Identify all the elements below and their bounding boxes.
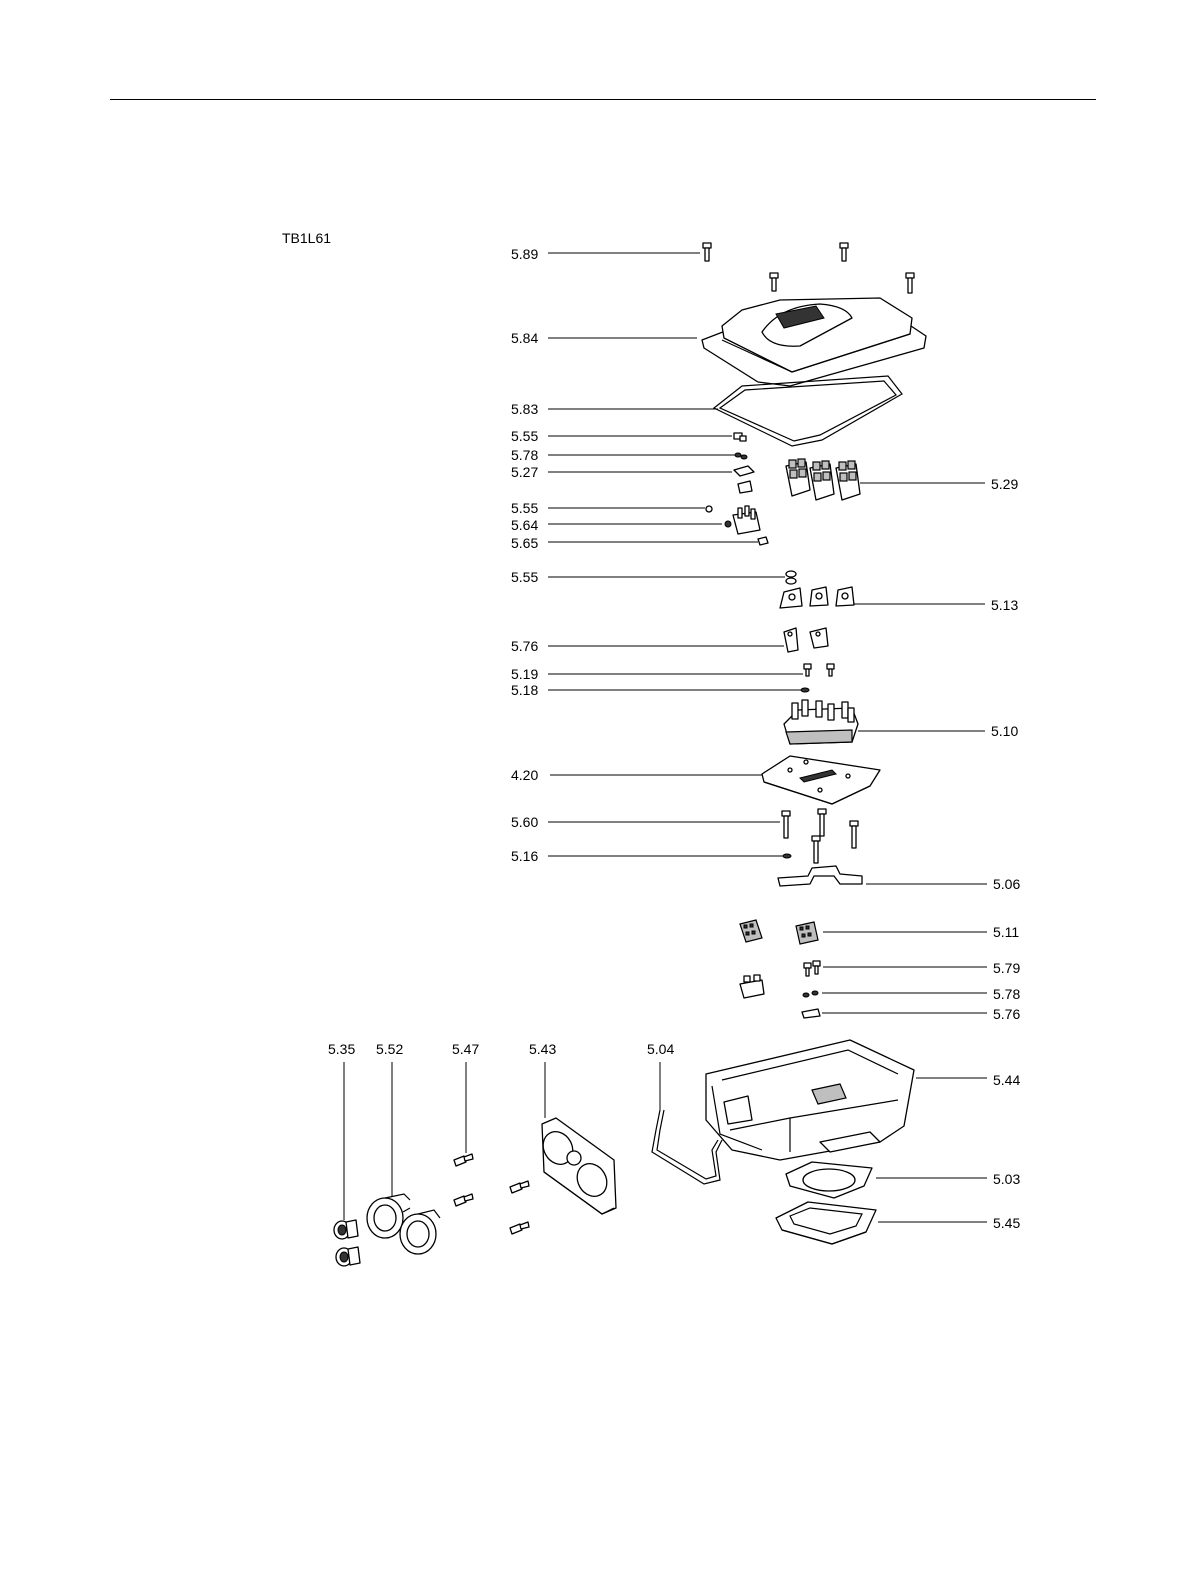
mounting-plate-4-20	[762, 756, 880, 804]
callout-5-04: 5.04	[647, 1041, 674, 1057]
clamp-5-27	[734, 466, 754, 493]
cover-screw-5-89-d	[906, 273, 914, 293]
screw-5-60	[782, 809, 858, 863]
callout-5-45: 5.45	[993, 1215, 1020, 1231]
terminal-5-64	[725, 506, 760, 534]
callout-5-06: 5.06	[993, 876, 1020, 892]
callout-5-89: 5.89	[511, 246, 538, 262]
lug-5-76-bottom	[802, 1009, 820, 1018]
callout-5-35: 5.35	[328, 1041, 355, 1057]
cover-5-84	[702, 298, 926, 386]
callout-5-13: 5.13	[991, 597, 1018, 613]
callout-5-18: 5.18	[511, 682, 538, 698]
callout-5-83: 5.83	[511, 401, 538, 417]
screw-5-47	[454, 1154, 529, 1234]
terminal-block-5-29	[786, 459, 860, 500]
callout-5-60: 5.60	[511, 814, 538, 830]
washer-5-78-bottom	[803, 991, 818, 997]
callout-5-27: 5.27	[511, 464, 538, 480]
callout-5-03: 5.03	[993, 1171, 1020, 1187]
callout-5-19: 5.19	[511, 666, 538, 682]
screw-5-65	[758, 537, 768, 545]
callout-5-52: 5.52	[376, 1041, 403, 1057]
callout-5-43: 5.43	[529, 1041, 556, 1057]
callout-5-44: 5.44	[993, 1072, 1020, 1088]
screw-5-19	[804, 664, 834, 676]
cover-screw-5-89-a	[703, 243, 711, 261]
callout-5-55-top: 5.55	[511, 428, 538, 444]
callout-5-55-low: 5.55	[511, 569, 538, 585]
callout-5-55-mid: 5.55	[511, 500, 538, 516]
bracket-5-13	[780, 587, 854, 608]
callout-5-84: 5.84	[511, 330, 538, 346]
lug-5-76-top	[784, 628, 828, 652]
housing-5-44	[706, 1040, 914, 1160]
callout-5-16: 5.16	[511, 848, 538, 864]
nut-5-55-top	[734, 433, 746, 441]
cover-screw-5-89-b	[840, 243, 848, 261]
terminal-base-5-10	[784, 700, 858, 744]
callout-5-79: 5.79	[993, 960, 1020, 976]
washer-5-55-low	[786, 571, 796, 584]
callouts-bottom-row: 5.35 5.52 5.47 5.43 5.04	[328, 1041, 674, 1220]
base-5-45	[776, 1202, 876, 1244]
callout-5-29: 5.29	[991, 476, 1018, 492]
callout-5-10: 5.10	[991, 723, 1018, 739]
plug-5-35	[334, 1220, 360, 1266]
callout-5-64: 5.64	[511, 517, 538, 533]
callout-5-78-top: 5.78	[511, 447, 538, 463]
callout-5-65: 5.65	[511, 535, 538, 551]
callout-5-76-top: 5.76	[511, 638, 538, 654]
nut-5-55-mid	[706, 506, 712, 512]
cover-screw-5-89-c	[770, 273, 778, 291]
callout-5-78-bottom: 5.78	[993, 986, 1020, 1002]
clamp-terminal	[740, 975, 764, 998]
bracket-5-06	[778, 866, 862, 886]
callout-5-47: 5.47	[452, 1041, 479, 1057]
callout-4-20: 4.20	[511, 767, 538, 783]
terminal-block-5-11	[740, 920, 818, 944]
washer-5-78-top	[735, 453, 747, 459]
cable-gland-5-52	[367, 1194, 440, 1254]
washer-5-18	[801, 688, 809, 692]
screw-5-79	[804, 961, 820, 976]
washer-5-16	[783, 854, 791, 858]
callout-5-76-bottom: 5.76	[993, 1006, 1020, 1022]
gasket-5-03	[786, 1162, 872, 1198]
callout-5-11: 5.11	[993, 924, 1019, 940]
flange-plate-5-43	[537, 1118, 616, 1214]
